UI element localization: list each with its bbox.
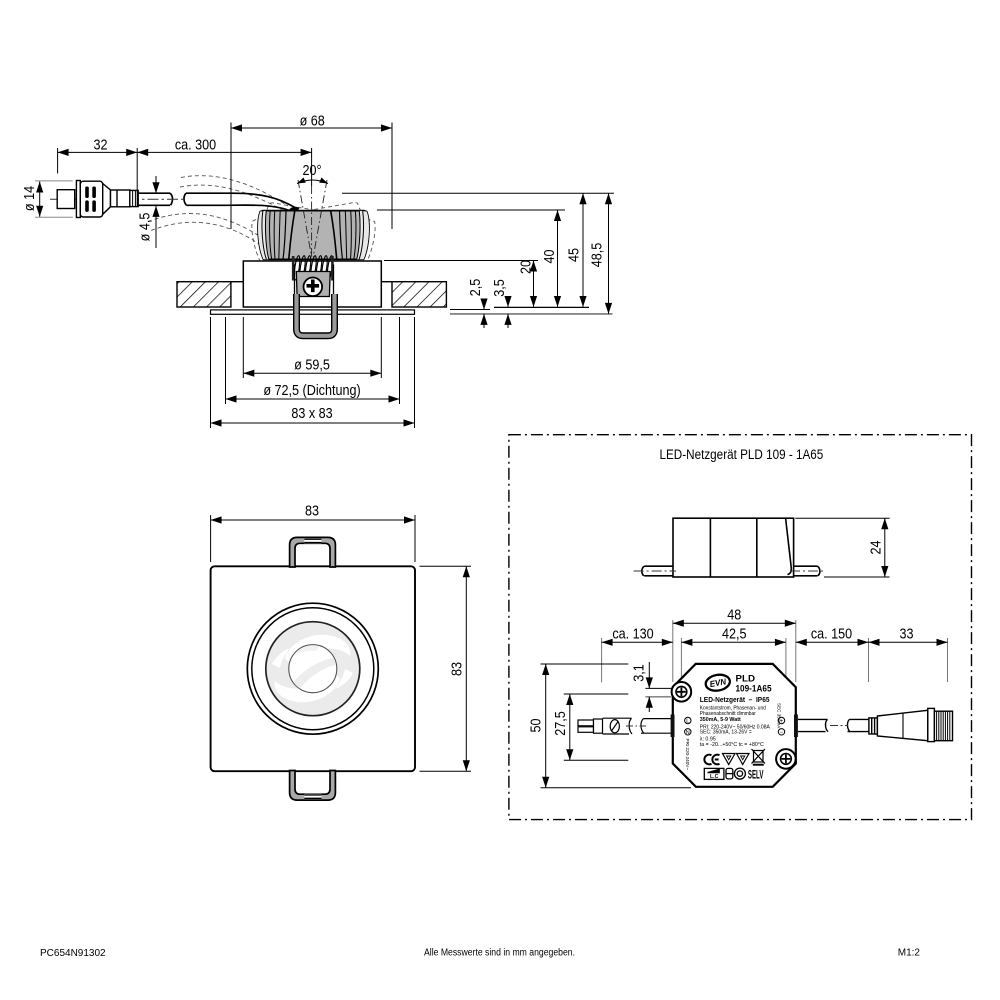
- svg-text:PC654N91302: PC654N91302: [40, 948, 106, 959]
- svg-text:48,5: 48,5: [587, 242, 604, 267]
- svg-text:EVN: EVN: [709, 676, 728, 689]
- svg-text:45: 45: [564, 248, 581, 262]
- svg-text:ca. 130: ca. 130: [612, 624, 654, 641]
- svg-text:3,5: 3,5: [490, 279, 507, 297]
- svg-text:ø 59,5: ø 59,5: [294, 355, 330, 372]
- svg-text:2,5: 2,5: [466, 278, 483, 296]
- svg-text:M1:2: M1:2: [898, 948, 921, 959]
- svg-text:SELV: SELV: [748, 770, 764, 782]
- svg-text:83: 83: [305, 501, 319, 518]
- svg-text:Alle Messwerte sind in mm ange: Alle Messwerte sind in mm angegeben.: [424, 948, 575, 959]
- svg-text:83 x 83: 83 x 83: [291, 404, 333, 421]
- svg-text:Phasenabschnitt dimmbar: Phasenabschnitt dimmbar: [700, 711, 756, 717]
- svg-text:24: 24: [866, 540, 883, 554]
- svg-text:20: 20: [516, 260, 533, 274]
- svg-text:ø 72,5 (Dichtung): ø 72,5 (Dichtung): [263, 381, 360, 398]
- svg-text:ca. 150: ca. 150: [811, 624, 853, 641]
- svg-text:83: 83: [447, 662, 464, 676]
- svg-text:L.C: L.C: [710, 774, 719, 780]
- svg-text:+: +: [780, 719, 784, 725]
- svg-text:N: N: [686, 730, 690, 736]
- svg-text:48: 48: [727, 605, 741, 622]
- svg-text:42,5: 42,5: [722, 624, 747, 641]
- svg-text:−: −: [780, 730, 784, 736]
- svg-text:L: L: [686, 719, 689, 725]
- svg-text:3,1: 3,1: [629, 664, 646, 682]
- svg-text:ø 4,5: ø 4,5: [135, 212, 152, 241]
- svg-text:27,5: 27,5: [551, 711, 568, 736]
- svg-text:ca. 300: ca. 300: [175, 135, 217, 152]
- svg-text:SEC: 350mA, 13-26V =: SEC: 350mA, 13-26V =: [700, 730, 752, 736]
- svg-text:LED-Netzgerät – IP65: LED-Netzgerät – IP65: [700, 695, 770, 704]
- svg-text:PLD: PLD: [736, 674, 756, 684]
- svg-text:33: 33: [899, 624, 913, 641]
- svg-text:40: 40: [540, 249, 557, 263]
- svg-text:PRI 220-240V~: PRI 220-240V~: [685, 739, 690, 771]
- svg-text:ta = -20...+50°C tc = +80°C: ta = -20...+50°C tc = +80°C: [700, 742, 764, 748]
- svg-text:ø 14: ø 14: [20, 186, 37, 211]
- svg-text:50: 50: [526, 718, 543, 732]
- svg-text:350mA, 5-9 Watt: 350mA, 5-9 Watt: [700, 717, 741, 723]
- svg-text:Konstantstrom, Phasenan- und: Konstantstrom, Phasenan- und: [700, 706, 766, 712]
- svg-text:PRI: 220-240V~ 50/60Hz 0.08A: PRI: 220-240V~ 50/60Hz 0.08A: [700, 724, 770, 730]
- svg-text:λ: 0.95: λ: 0.95: [700, 736, 716, 742]
- svg-text:SEC 350mA: SEC 350mA: [777, 703, 782, 729]
- svg-text:32: 32: [93, 135, 107, 152]
- svg-text:20°: 20°: [302, 161, 321, 178]
- svg-text:109-1A65: 109-1A65: [736, 684, 772, 694]
- svg-text:ø 68: ø 68: [300, 111, 325, 128]
- svg-text:LED-Netzgerät PLD 109 - 1A65: LED-Netzgerät PLD 109 - 1A65: [660, 447, 824, 462]
